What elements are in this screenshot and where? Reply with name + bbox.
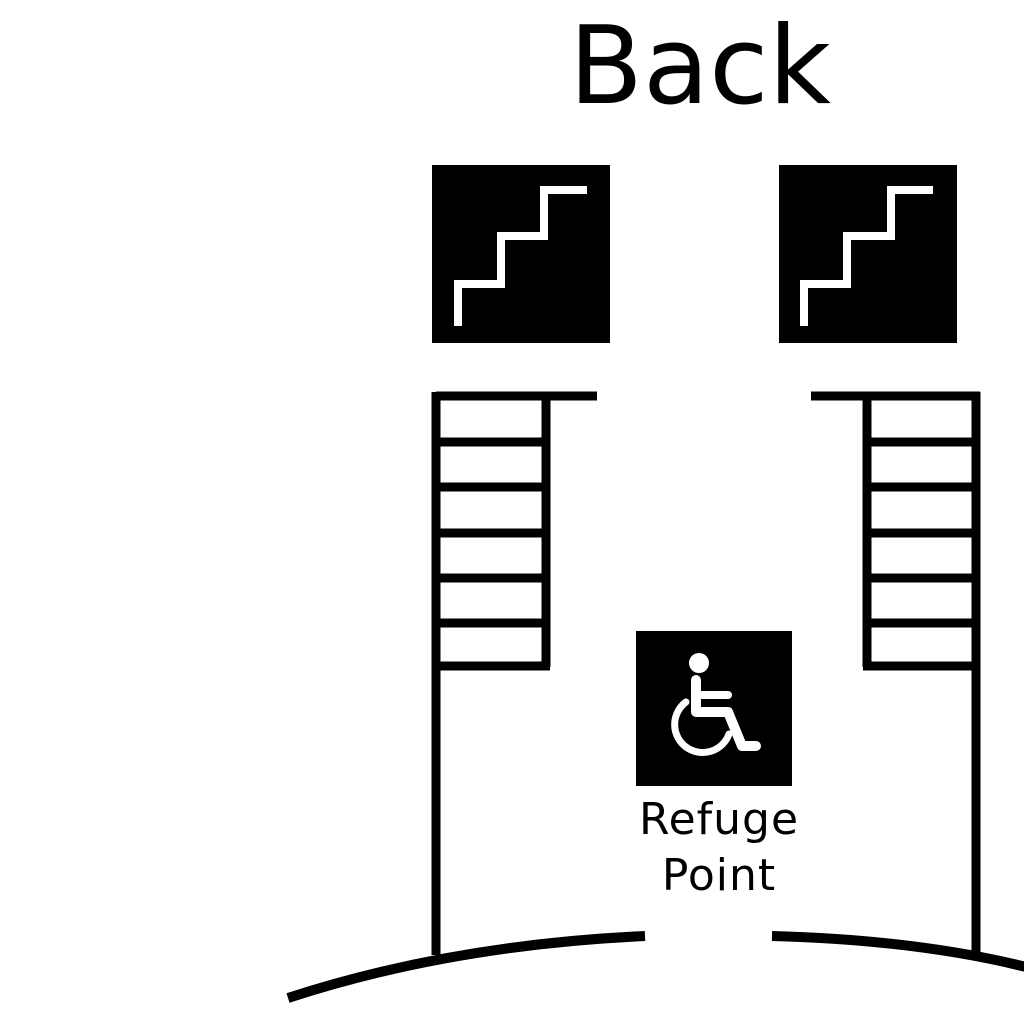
staircase-left xyxy=(431,391,597,955)
staircase-right xyxy=(811,391,981,955)
wheelchair-icon xyxy=(671,653,761,756)
stairs-sign-right-background xyxy=(779,165,957,343)
stairs-sign-left xyxy=(432,165,610,343)
stairs-icon xyxy=(454,186,587,326)
refuge-point-label: Refuge Point xyxy=(589,792,849,904)
refuge-label-line2: Point xyxy=(661,850,777,901)
page-title: Back xyxy=(568,4,832,129)
refuge-label-line1: Refuge xyxy=(638,794,800,845)
floor-edge-left xyxy=(286,931,646,1003)
floor-edge-right xyxy=(771,931,1024,972)
refuge-point-sign xyxy=(636,631,792,786)
stairs-icon xyxy=(800,186,933,326)
stairs-sign-right xyxy=(779,165,957,343)
